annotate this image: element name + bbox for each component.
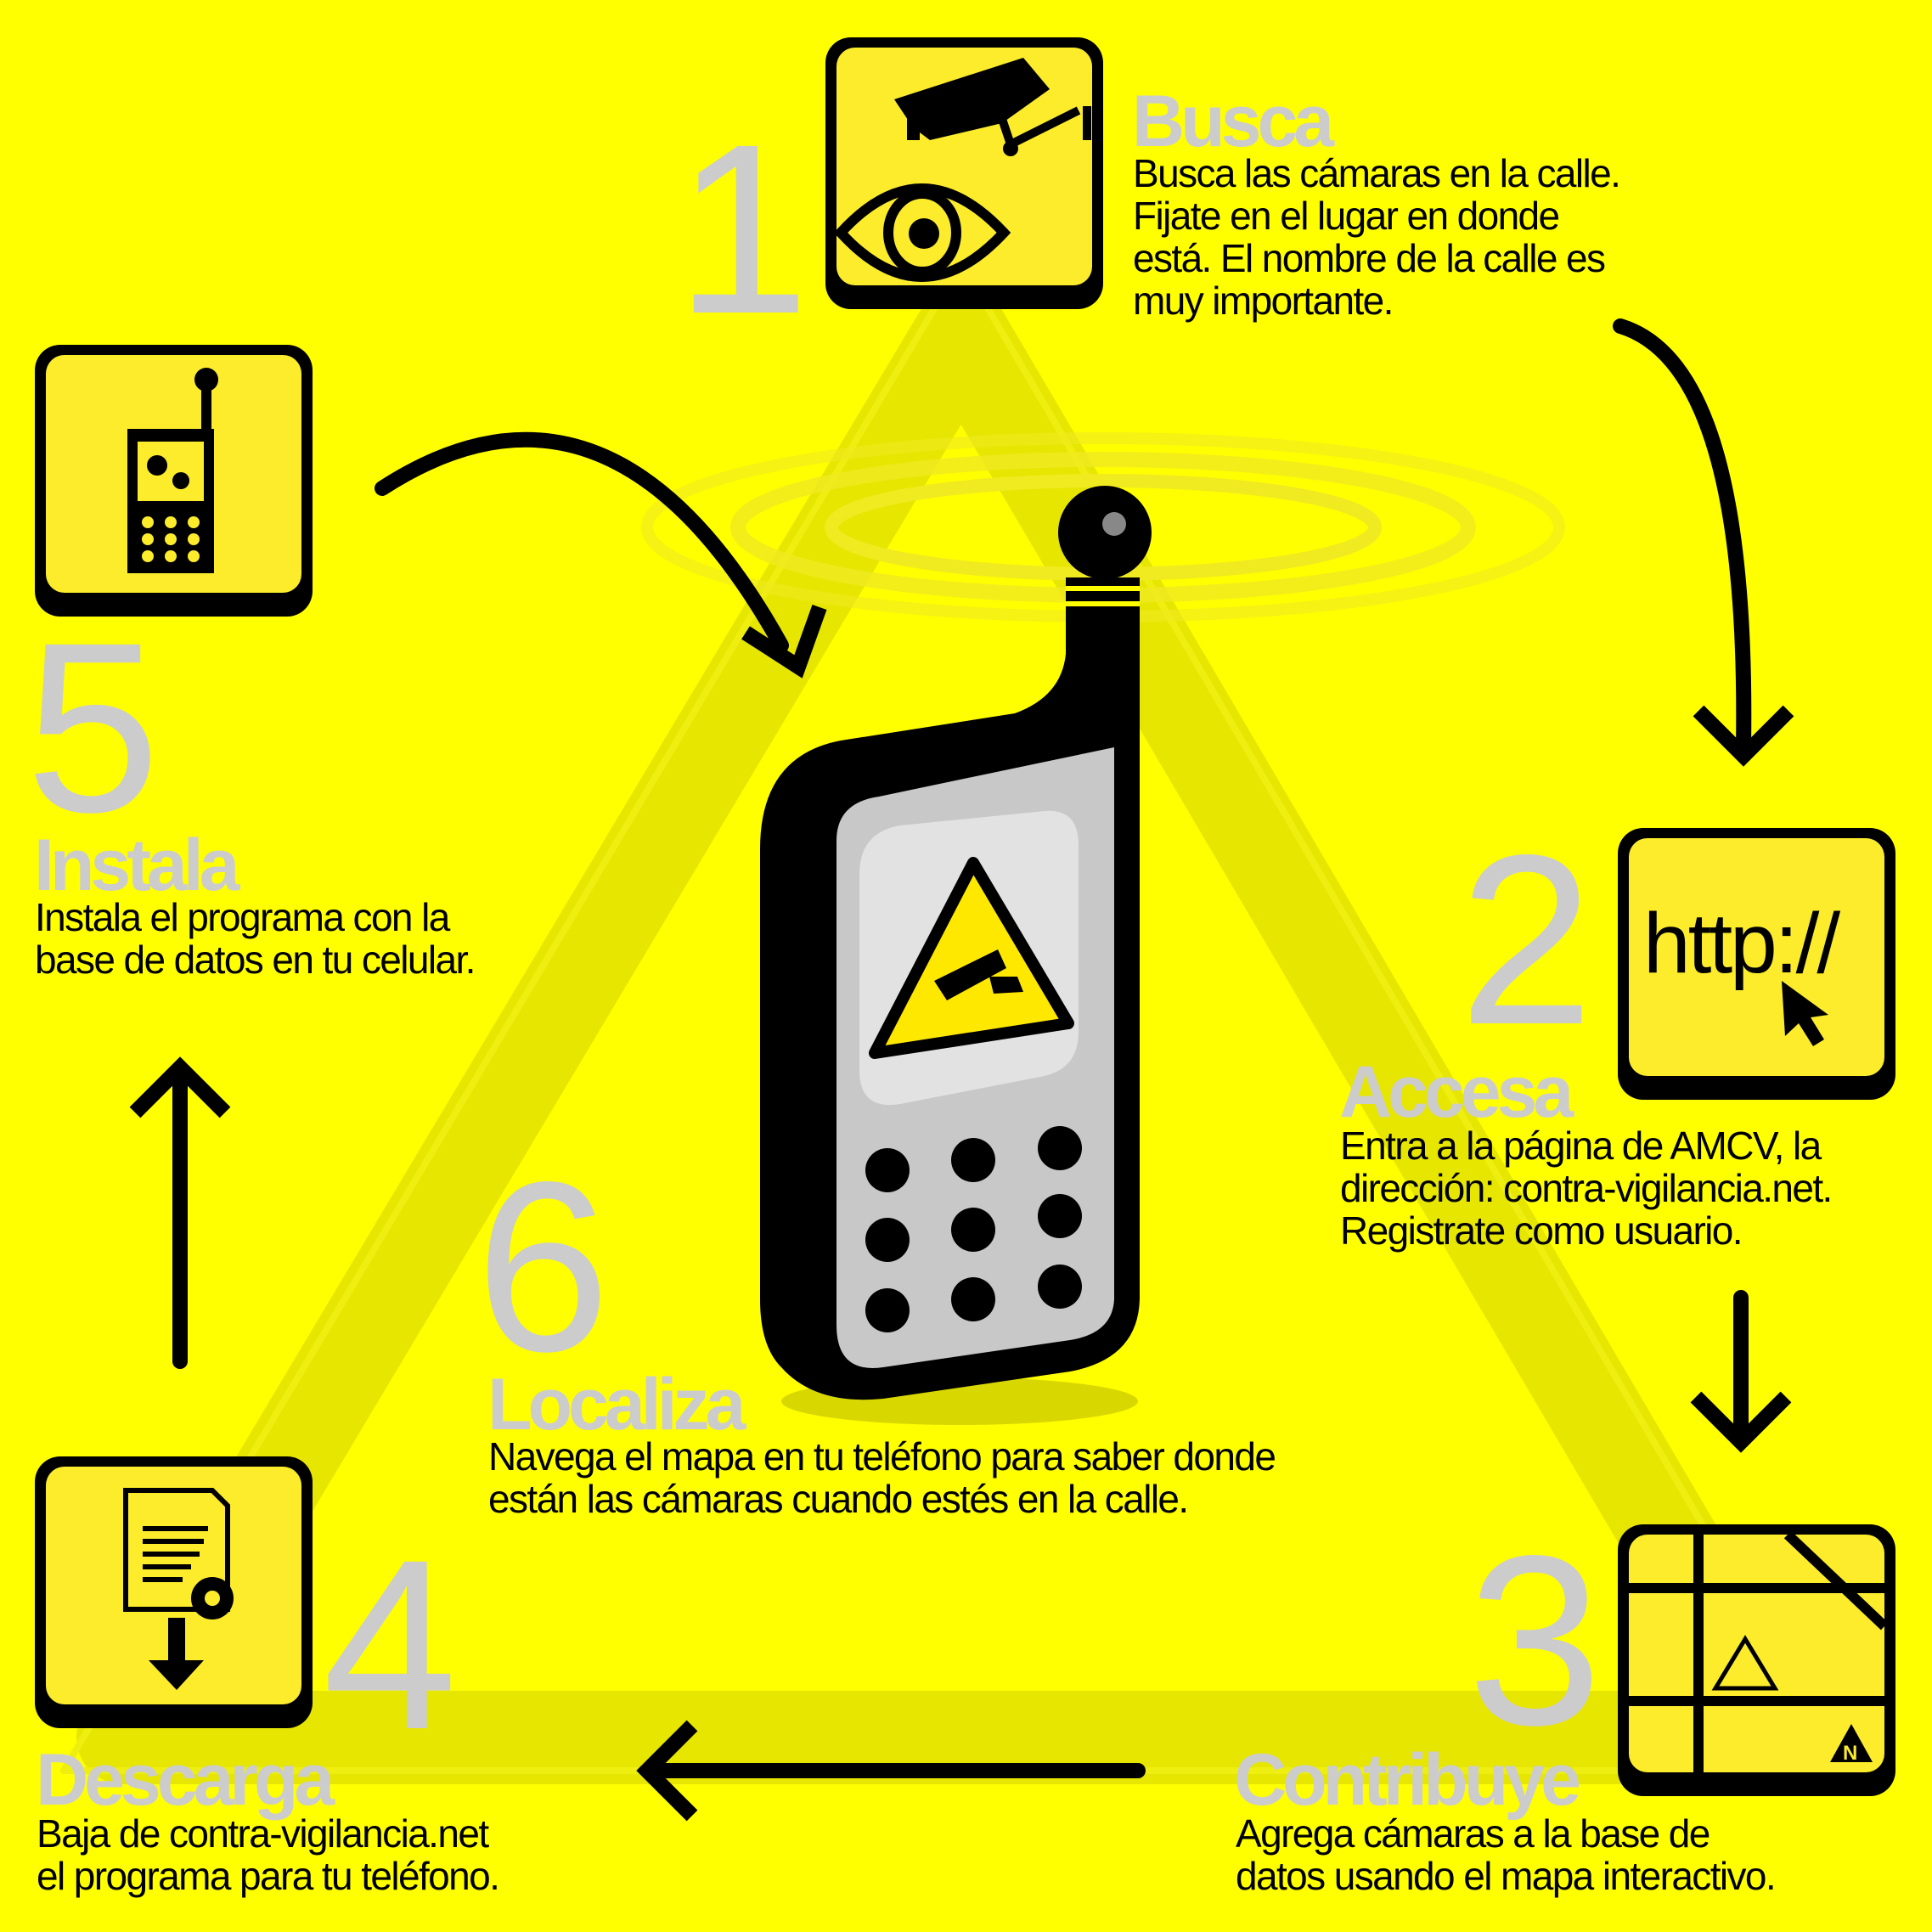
camera-eye-icon [833, 58, 1091, 282]
step-1-number: 1 [675, 94, 810, 364]
step-6-number: 6 [476, 1132, 611, 1402]
step-4-description: Baja de contra-vigilancia.net el program… [37, 1811, 500, 1898]
step-2-title: Accesa [1339, 1051, 1574, 1133]
description-line: muy importante. [1133, 279, 1393, 323]
step-1-description: Busca las cámaras en la calle. Fijate en… [1133, 151, 1621, 323]
step-3-number: 3 [1467, 1506, 1602, 1776]
step-3-icon-panel: N [1618, 1524, 1895, 1796]
arrow-5-to-6 [375, 431, 827, 679]
description-line: está. El nombre de la calle es [1133, 236, 1605, 280]
step-5-title: Instala [34, 825, 241, 906]
step-5-icon-panel [35, 345, 313, 617]
description-line: el programa para tu teléfono. [37, 1854, 498, 1898]
keypad [865, 1126, 1082, 1332]
description-line: están las cámaras cuando estés en la cal… [488, 1477, 1188, 1521]
description-line: Fijate en el lugar en donde [1133, 194, 1559, 238]
step-6-description: Navega el mapa en tu teléfono para saber… [488, 1434, 1276, 1521]
arrow-2-to-3 [1690, 1290, 1792, 1453]
north-label: N [1843, 1742, 1857, 1765]
description-line: datos usando el mapa interactivo. [1236, 1854, 1775, 1898]
arrow-4-to-5 [129, 1056, 231, 1369]
step-2-icon-panel: http:// [1618, 828, 1895, 1100]
arrow-3-to-4 [636, 1720, 1146, 1822]
step-3-description: Agrega cámaras a la base de datos usando… [1236, 1811, 1777, 1898]
step-1-icon-panel [825, 37, 1103, 309]
mobile-install-icon [127, 368, 218, 573]
map-icon: N [1629, 1530, 1889, 1772]
step-4-number: 4 [323, 1510, 458, 1780]
description-line: Baja de contra-vigilancia.net [37, 1811, 489, 1856]
http-cursor-icon: http:// [1643, 896, 1843, 1046]
description-line: Entra a la página de AMCV, la [1340, 1124, 1822, 1168]
description-line: Registrate como usuario. [1340, 1208, 1742, 1253]
step-4-title: Descarga [36, 1739, 335, 1821]
download-document-icon [123, 1488, 234, 1690]
description-line: Instala el programa con la [35, 895, 451, 939]
http-label: http:// [1643, 896, 1840, 991]
description-line: Agrega cámaras a la base de [1236, 1811, 1710, 1856]
description-line: dirección: contra-vigilancia.net. [1340, 1166, 1832, 1210]
step-4-icon-panel [35, 1456, 313, 1728]
description-line: base de datos en tu celular. [35, 938, 475, 982]
step-5-number: 5 [25, 593, 161, 863]
phone-warning-icon [760, 486, 1152, 1425]
description-line: Navega el mapa en tu teléfono para saber… [488, 1434, 1275, 1479]
step-2-description: Entra a la página de AMCV, la dirección:… [1340, 1124, 1833, 1253]
step-3-title: Contribuye [1234, 1739, 1579, 1821]
step-2-number: 2 [1459, 805, 1594, 1075]
step-1-title: Busca [1132, 81, 1335, 162]
step-6-title: Localiza [487, 1364, 747, 1445]
step-5-description: Instala el programa con la base de datos… [35, 895, 476, 982]
description-line: Busca las cámaras en la calle. [1133, 151, 1619, 195]
arrow-1-to-2 [1613, 318, 1794, 767]
